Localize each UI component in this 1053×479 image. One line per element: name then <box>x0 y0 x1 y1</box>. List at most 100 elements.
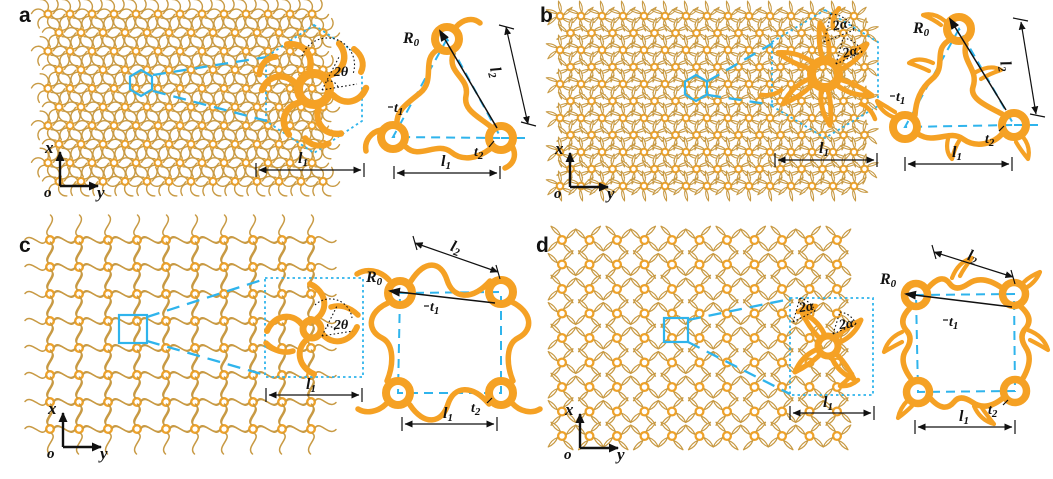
axis-x-label-d: x <box>564 400 574 419</box>
dim-l1-unit-b: l1 <box>904 144 1013 171</box>
axes-b: x y o <box>554 139 615 203</box>
dim-l2-label-b: l2 <box>994 60 1015 74</box>
lattice-c <box>23 213 338 456</box>
zoom-connector-b-bottom <box>707 93 774 107</box>
r0-label-b: R0 <box>912 20 930 39</box>
t2-label-b: t2 <box>985 132 995 149</box>
panel-c-label: c <box>19 234 31 257</box>
lattice-d <box>547 225 852 451</box>
angle-2theta-label-c: 2θ <box>333 318 349 333</box>
t1-label-c: t1 <box>430 300 439 317</box>
r0-radius-arrow-c <box>388 287 496 304</box>
dim-l1-hex-b: l1 <box>774 140 878 167</box>
dim-l1-sq-c: l1 <box>265 376 363 402</box>
unit-cell-c: R0 l2 t1 t2 l1 <box>354 235 543 431</box>
zoom-connector-d-top <box>687 297 791 322</box>
dim-l1-sq-d: l1 <box>789 394 875 420</box>
panel-c: c 2θ l1 R0 <box>19 213 543 463</box>
r0-radius-arrow-d <box>904 290 1013 308</box>
panel-d-label: d <box>536 234 549 257</box>
axis-x-label-a: x <box>44 138 54 157</box>
r0-label-d: R0 <box>879 271 897 290</box>
unit-cell-b: R0 l2 t1 t2 l1 <box>874 12 1046 171</box>
dim-l1-unit-label-b: l1 <box>952 144 962 163</box>
t2-annotation-b: t2 <box>985 125 1005 149</box>
t2-label-a: t2 <box>474 145 484 162</box>
dim-l1-unit-label-c: l1 <box>443 405 453 424</box>
axis-y-label-c: y <box>98 444 108 463</box>
r0-radius-arrow-b <box>948 17 1007 111</box>
angle-annotation-2alpha-b2: 2α <box>835 37 863 65</box>
axes-d: x y o <box>564 400 625 464</box>
axis-y-label-b: y <box>605 184 615 203</box>
zoom-connector-b-top <box>707 42 774 82</box>
axis-origin-label-a: o <box>44 185 52 201</box>
dim-l1-unit-d: l1 <box>914 408 1016 434</box>
angle-2theta-label-a: 2θ <box>333 65 349 80</box>
t1-annotation-d: t1 <box>943 315 958 332</box>
angle-annotation-2theta-c: 2θ <box>314 298 354 337</box>
angle-2alpha-label-b2: 2α <box>840 43 859 61</box>
t1-annotation-b: t1 <box>890 90 905 107</box>
angle-2alpha-label-d1: 2α <box>797 299 815 317</box>
t1-annotation-c: t1 <box>424 300 439 317</box>
unit-rings-b <box>889 13 1030 143</box>
zoom-view-square-d <box>789 297 874 396</box>
t2-label-c: t2 <box>471 401 481 418</box>
r0-label-a: R0 <box>402 30 420 49</box>
r0-label-c: R0 <box>365 269 383 288</box>
t2-annotation-c: t2 <box>471 397 493 418</box>
t1-annotation-a: t1 <box>388 101 403 118</box>
unit-rings-c <box>382 276 517 409</box>
dim-l1-unit-c: l1 <box>401 405 498 431</box>
t1-label-a: t1 <box>394 101 403 118</box>
t2-label-d: t2 <box>988 403 998 420</box>
axis-y-label-a: y <box>95 183 105 202</box>
t2-annotation-a: t2 <box>474 140 495 162</box>
dim-l2-label-d: l2 <box>965 247 981 268</box>
dim-l1-sq-label-d: l1 <box>823 394 833 413</box>
zoom-connector-a-top <box>152 55 268 77</box>
zoom-region-outline-d <box>662 316 690 344</box>
dim-l1-hex-label-b: l1 <box>819 140 829 159</box>
unit-ligaments-a <box>362 16 518 171</box>
axis-y-label-d: y <box>615 445 625 464</box>
r0-radius-arrow-a <box>438 29 498 129</box>
unit-square-d <box>914 292 1017 394</box>
dim-l1-unit-label-a: l1 <box>441 153 451 172</box>
axis-origin-label-d: o <box>564 447 572 463</box>
dim-l1-sq-label-c: l1 <box>306 376 316 395</box>
unit-ligaments-b <box>874 12 1031 162</box>
t1-label-d: t1 <box>949 315 958 332</box>
zoom-region-outline-a <box>128 68 154 98</box>
unit-cell-d: R0 l2 t1 t2 l1 <box>879 244 1051 434</box>
dim-l1-hex-a: l1 <box>255 150 365 177</box>
angle-annotation-2theta-a: 2θ <box>301 37 358 91</box>
dim-l1-unit-label-d: l1 <box>959 408 969 427</box>
dim-l2-label-a: l2 <box>484 65 505 80</box>
t1-label-b: t1 <box>896 90 905 107</box>
zoom-view-hexagon-b <box>771 8 879 140</box>
axes-c: x y o <box>47 399 108 463</box>
angle-annotation-2alpha-d2: 2α <box>832 311 857 335</box>
zoom-connector-d-bottom <box>687 340 791 396</box>
unit-cell-a: R0 l2 t1 t2 l1 <box>362 16 537 179</box>
t2-annotation-d: t2 <box>988 399 1009 420</box>
panel-b: b 2α 2α l1 <box>540 0 1046 203</box>
axis-x-label-c: x <box>47 399 57 418</box>
dim-l1-unit-a: l1 <box>393 153 501 179</box>
panel-a: a 2θ l1 R0 <box>19 0 537 202</box>
angle-2alpha-label-b1: 2α <box>831 17 850 35</box>
axis-origin-label-c: o <box>47 446 55 462</box>
dim-l1-hex-label-a: l1 <box>298 150 308 169</box>
dim-l2-label-c: l2 <box>448 238 464 259</box>
zoom-region-outline-b <box>683 73 709 103</box>
axis-x-label-b: x <box>554 139 564 158</box>
angle-2alpha-label-d2: 2α <box>837 316 855 334</box>
angle-annotation-2alpha-d1: 2α <box>792 297 816 323</box>
zoom-region-outline-c <box>117 313 149 345</box>
axes-a: x y o <box>44 138 105 202</box>
panel-d: d 2α 2α l1 <box>536 225 1051 464</box>
